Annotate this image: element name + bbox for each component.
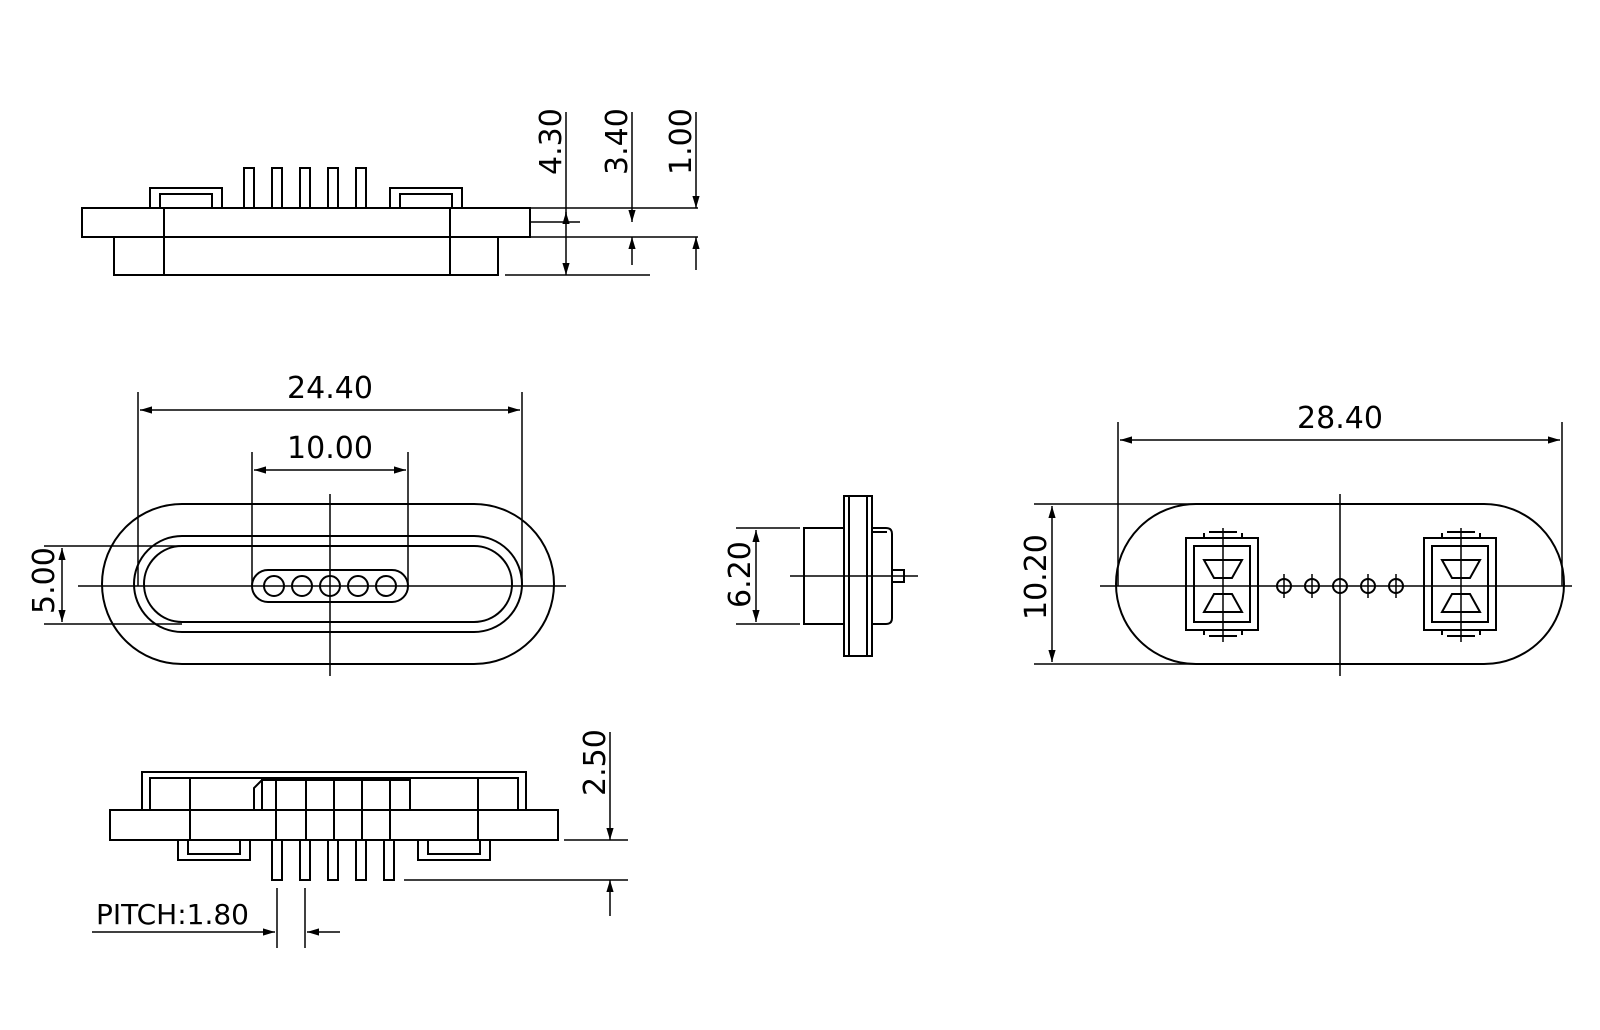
dim-10-20: 10.20 (1019, 534, 1054, 620)
front-view: 24.40 10.00 5.00 (27, 371, 566, 676)
top-view-pins (243, 167, 367, 209)
dim-10-00: 10.00 (287, 431, 373, 466)
dim-2-50: 2.50 (578, 729, 613, 796)
rear-view-pins (1276, 574, 1404, 598)
side-view: 6.20 (723, 495, 918, 657)
rear-view: 28.40 10.20 (1019, 401, 1572, 676)
bottom-view-pins (271, 839, 395, 881)
dim-1-00: 1.00 (664, 108, 699, 175)
dim-28-40: 28.40 (1297, 401, 1383, 436)
pitch-label: PITCH:1.80 (96, 898, 249, 931)
dim-4-30: 4.30 (534, 108, 569, 175)
dim-6-20: 6.20 (723, 541, 758, 608)
rear-left-magnet (1185, 528, 1259, 642)
rear-right-magnet (1423, 528, 1497, 642)
dim-3-40: 3.40 (600, 108, 635, 175)
dim-24-40: 24.40 (287, 371, 373, 406)
top-side-view: 4.30 3.40 1.00 (81, 108, 700, 276)
dim-5-00: 5.00 (27, 547, 62, 614)
bottom-side-view: 2.50 PITCH:1.80 (92, 729, 628, 948)
